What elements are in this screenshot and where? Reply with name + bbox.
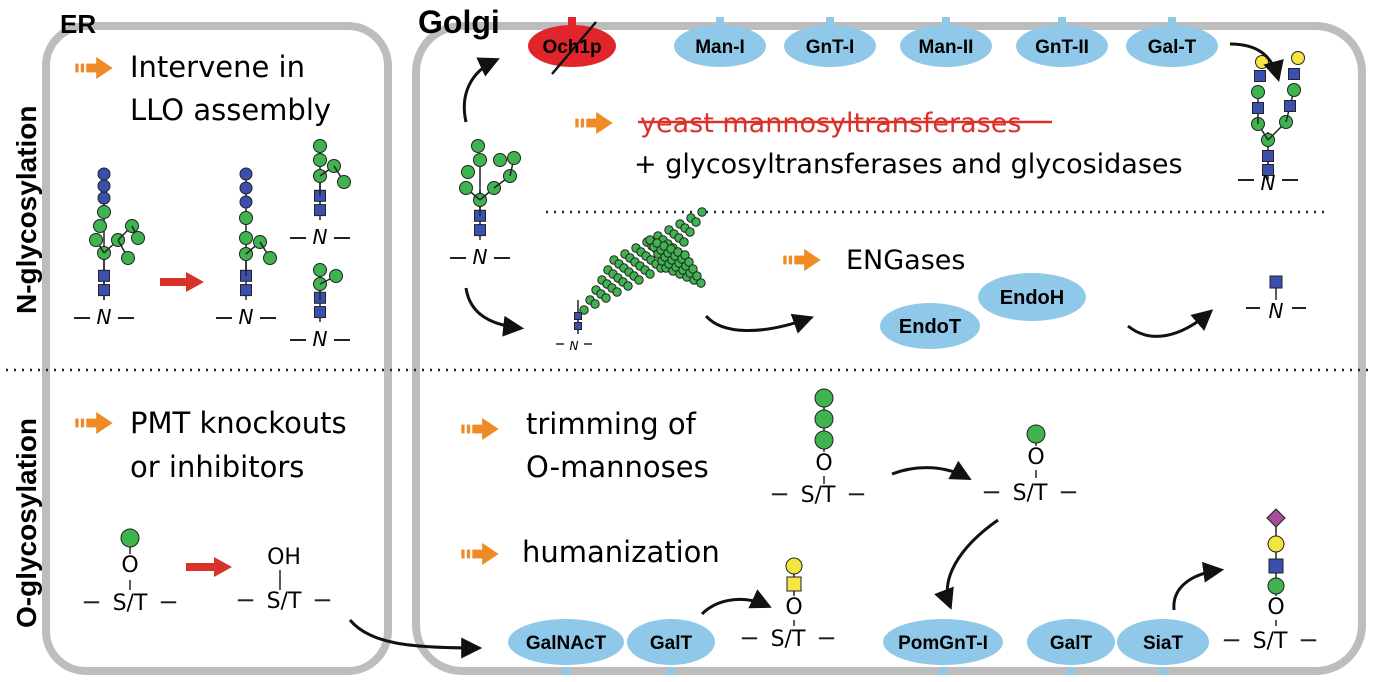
oxygen-label: O <box>815 451 832 476</box>
siat-enzyme-label: SiaT <box>1143 633 1184 654</box>
galt-enzyme-left-label: GalT <box>650 633 693 654</box>
er-n-strategy-line2: LLO assembly <box>130 93 331 127</box>
process-arrow <box>186 557 232 577</box>
strategy-arrow-icon <box>461 543 499 565</box>
enzyme-golgi-n-0-label: Man-I <box>695 37 745 58</box>
galnact-enzyme-label: GalNAcT <box>526 633 607 654</box>
er-o-strategy-line2: or inhibitors <box>130 450 304 484</box>
endot-enzyme-label: EndoT <box>899 316 961 338</box>
process-arrow <box>160 272 204 292</box>
golgi-sialylated-o-mannose: O S/T <box>1223 508 1317 654</box>
struck-text: yeast mannosyltransferases <box>640 108 1021 139</box>
golgi-trimmed-o-mannose: O S/T <box>983 424 1077 506</box>
er-label: ER <box>60 9 96 39</box>
asparagine-label: N <box>1269 299 1284 323</box>
asparagine-label: N <box>313 225 328 249</box>
trimming-line2: O-mannoses <box>526 450 709 484</box>
llo-glycan-man5: N <box>290 139 351 249</box>
och1p-enzyme: Och1p <box>528 17 616 75</box>
strategy-arrow-icon <box>783 249 821 271</box>
siat-enzyme: SiaT <box>1117 619 1209 665</box>
humanization-text: humanization <box>522 535 720 569</box>
oxygen-label: O <box>121 553 138 578</box>
er-n-strategy-line1: Intervene in <box>130 50 305 84</box>
enzyme-golgi-n-4: Gal-T <box>1126 17 1218 67</box>
er-o-mannose: O S/T <box>83 528 177 616</box>
golgi-membrane-stubs <box>562 667 1167 675</box>
knockout-slash <box>551 21 597 75</box>
ser-thr-label: S/T <box>1013 481 1048 506</box>
plus-text: + glycosyltransferases and glycosidases <box>634 149 1183 180</box>
enzyme-golgi-n-0: Man-I <box>674 17 766 67</box>
golgi-compartment <box>412 22 1366 675</box>
endoh-enzyme: EndoH <box>978 273 1086 321</box>
hydroxyl-label: OH <box>267 545 301 570</box>
galt-enzyme-left: GalT <box>627 619 715 665</box>
oxygen-label: O <box>1027 445 1044 470</box>
galnact-enzyme: GalNAcT <box>508 619 624 665</box>
och1p-enzyme-label: Och1p <box>542 37 601 58</box>
engase-product-glycan: N <box>1246 275 1306 323</box>
pomgnt-enzyme: PomGnT-I <box>883 619 1003 665</box>
strategy-arrow-icon <box>75 412 113 434</box>
asparagine-label: N <box>1261 171 1276 195</box>
golgi-input-glycan: N <box>450 139 521 269</box>
galt-enzyme-right-label: GalT <box>1050 633 1093 654</box>
enzyme-golgi-n-1: GnT-I <box>784 17 876 67</box>
enzyme-golgi-n-2-label: Man-II <box>919 37 974 58</box>
asparagine-label: N <box>313 327 328 351</box>
enzyme-golgi-n-2: Man-II <box>900 17 992 67</box>
asparagine-label: N <box>473 245 488 269</box>
pomgnt-enzyme-label: PomGnT-I <box>898 633 988 654</box>
llo-glycan-truncated-glc: N <box>216 167 277 329</box>
endot-enzyme: EndoT <box>880 303 980 349</box>
ser-thr-label: S/T <box>113 591 148 616</box>
n-glycosylation-label: N-glycosylation <box>11 106 42 314</box>
asparagine-label: N <box>97 305 112 329</box>
ser-thr-label: S/T <box>1253 629 1288 654</box>
galt-enzyme-right: GalT <box>1027 619 1115 665</box>
strategy-arrow-icon <box>575 112 613 134</box>
er-oh-residue: OH S/T <box>237 545 331 614</box>
asparagine-label: N <box>570 339 579 353</box>
llo-glycan-man3: N <box>290 263 350 351</box>
golgi-galnac-gal-glycan: O S/T <box>741 557 835 652</box>
golgi-o-mannose-chain: O S/T <box>771 388 865 508</box>
llo-glycan-full: N <box>74 167 145 329</box>
enzyme-golgi-n-4-label: Gal-T <box>1148 37 1197 58</box>
engases-text: ENGases <box>846 245 965 276</box>
oxygen-label: O <box>1267 595 1284 620</box>
endoh-enzyme-label: EndoH <box>1000 287 1064 309</box>
asparagine-label: N <box>239 305 254 329</box>
ser-thr-label: S/T <box>267 589 302 614</box>
er-o-strategy-line1: PMT knockouts <box>130 406 347 440</box>
o-glycosylation-label: O-glycosylation <box>11 418 42 628</box>
ser-thr-label: S/T <box>801 483 836 508</box>
enzyme-golgi-n-1-label: GnT-I <box>806 37 855 58</box>
flow-arrows <box>348 42 1284 659</box>
golgi-label: Golgi <box>418 4 500 40</box>
ser-thr-label: S/T <box>771 627 806 652</box>
hypermannosylated-glycan: N <box>556 207 707 353</box>
complex-galactosylated-glycan: N <box>1238 51 1305 195</box>
trimming-line1: trimming of <box>526 407 697 441</box>
oxygen-label: O <box>785 595 802 620</box>
strategy-arrow-icon <box>75 57 113 79</box>
strategy-arrow-icon <box>461 418 499 440</box>
enzyme-golgi-n-3-label: GnT-II <box>1035 37 1089 58</box>
er-compartment <box>42 22 392 675</box>
enzyme-golgi-n-3: GnT-II <box>1016 17 1108 67</box>
